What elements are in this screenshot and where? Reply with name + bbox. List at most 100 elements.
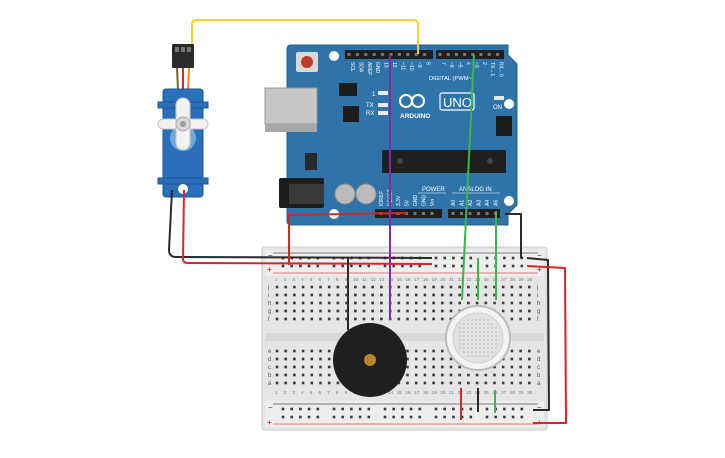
breadboard-hole[interactable] xyxy=(519,317,522,321)
breadboard-hole[interactable] xyxy=(397,293,401,297)
rail-ground-link[interactable] xyxy=(526,257,550,411)
rail-hole[interactable] xyxy=(443,256,446,260)
rail-hole[interactable] xyxy=(460,407,464,411)
breadboard-hole[interactable] xyxy=(458,293,461,297)
breadboard-hole[interactable] xyxy=(441,309,444,313)
breadboard-hole[interactable] xyxy=(493,373,496,377)
digital-pin[interactable] xyxy=(479,53,483,56)
breadboard-hole[interactable] xyxy=(528,285,531,289)
servo-signal-wire[interactable] xyxy=(191,19,419,54)
breadboard-hole[interactable] xyxy=(432,285,435,289)
breadboard-hole[interactable] xyxy=(423,285,427,289)
breadboard-hole[interactable] xyxy=(501,365,505,369)
breadboard-hole[interactable] xyxy=(493,301,496,305)
digital-pin[interactable] xyxy=(423,53,427,56)
gas-sensor[interactable] xyxy=(445,305,511,371)
breadboard-hole[interactable] xyxy=(301,301,305,305)
breadboard-hole[interactable] xyxy=(519,373,522,377)
breadboard-hole[interactable] xyxy=(510,293,514,297)
breadboard-hole[interactable] xyxy=(275,365,279,369)
rail-hole[interactable] xyxy=(503,264,506,268)
breadboard-hole[interactable] xyxy=(319,285,322,289)
breadboard-hole[interactable] xyxy=(362,293,366,297)
rail-hole[interactable] xyxy=(460,415,464,419)
rail-hole[interactable] xyxy=(409,415,413,419)
breadboard-hole[interactable] xyxy=(336,381,340,385)
breadboard-hole[interactable] xyxy=(336,301,340,305)
breadboard-hole[interactable] xyxy=(519,309,522,313)
reset-button-cap[interactable] xyxy=(301,56,313,68)
breadboard-hole[interactable] xyxy=(467,285,470,289)
rail-hole[interactable] xyxy=(434,415,438,419)
rail-hole[interactable] xyxy=(511,415,515,419)
breadboard-hole[interactable] xyxy=(293,293,296,297)
breadboard-hole[interactable] xyxy=(336,309,340,313)
rail-hole[interactable] xyxy=(392,415,395,419)
rail-hole[interactable] xyxy=(332,407,336,411)
digital-header-left[interactable] xyxy=(345,50,433,59)
breadboard-hole[interactable] xyxy=(414,365,418,369)
rail-hole[interactable] xyxy=(307,264,311,268)
breadboard-hole[interactable] xyxy=(519,293,522,297)
rail-hole[interactable] xyxy=(341,415,344,419)
rail-hole[interactable] xyxy=(418,407,422,411)
breadboard-hole[interactable] xyxy=(406,317,409,321)
arduino-5v-wire[interactable] xyxy=(288,212,408,265)
breadboard-hole[interactable] xyxy=(345,301,348,305)
breadboard-hole[interactable] xyxy=(528,349,531,353)
breadboard-hole[interactable] xyxy=(301,293,305,297)
breadboard-hole[interactable] xyxy=(345,317,348,321)
servo-power-wire[interactable] xyxy=(182,189,433,265)
digital-pin[interactable] xyxy=(487,53,491,56)
arduino-gnd-wire[interactable] xyxy=(505,213,522,258)
rail-hole[interactable] xyxy=(332,415,336,419)
breadboard-hole[interactable] xyxy=(354,293,357,297)
rail-hole[interactable] xyxy=(316,407,320,411)
rail-hole[interactable] xyxy=(452,264,455,268)
breadboard-hole[interactable] xyxy=(493,285,496,289)
rail-hole[interactable] xyxy=(503,256,506,260)
rail-hole[interactable] xyxy=(350,407,353,411)
breadboard-hole[interactable] xyxy=(275,317,279,321)
rail-hole[interactable] xyxy=(383,264,387,268)
breadboard-hole[interactable] xyxy=(293,285,296,289)
breadboard-hole[interactable] xyxy=(293,317,296,321)
breadboard-hole[interactable] xyxy=(449,381,453,385)
digital-pin[interactable] xyxy=(397,53,401,56)
breadboard-hole[interactable] xyxy=(345,293,348,297)
breadboard-hole[interactable] xyxy=(414,309,418,313)
digital-pin[interactable] xyxy=(463,53,467,56)
breadboard-hole[interactable] xyxy=(449,301,453,305)
breadboard-hole[interactable] xyxy=(310,309,314,313)
rail-hole[interactable] xyxy=(281,415,285,419)
rail-hole[interactable] xyxy=(383,407,387,411)
breadboard-hole[interactable] xyxy=(397,301,401,305)
breadboard-hole[interactable] xyxy=(432,357,435,361)
rail-hole[interactable] xyxy=(443,264,446,268)
breadboard-hole[interactable] xyxy=(336,293,340,297)
breadboard-hole[interactable] xyxy=(406,373,409,377)
rail-hole[interactable] xyxy=(460,264,464,268)
breadboard-hole[interactable] xyxy=(371,309,374,313)
rail-hole[interactable] xyxy=(401,407,404,411)
breadboard-hole[interactable] xyxy=(310,301,314,305)
breadboard-hole[interactable] xyxy=(310,365,314,369)
breadboard-hole[interactable] xyxy=(519,285,522,289)
breadboard-hole[interactable] xyxy=(284,373,287,377)
analog-pin[interactable] xyxy=(451,212,455,215)
breadboard-hole[interactable] xyxy=(484,373,488,377)
breadboard-hole[interactable] xyxy=(310,317,314,321)
breadboard-hole[interactable] xyxy=(432,317,435,321)
rail-hole[interactable] xyxy=(418,264,422,268)
breadboard-hole[interactable] xyxy=(493,293,496,297)
analog-pin[interactable] xyxy=(460,212,463,215)
breadboard-hole[interactable] xyxy=(406,301,409,305)
breadboard-hole[interactable] xyxy=(310,349,314,353)
breadboard-hole[interactable] xyxy=(293,373,296,377)
breadboard-hole[interactable] xyxy=(406,309,409,313)
breadboard-hole[interactable] xyxy=(397,317,401,321)
breadboard-hole[interactable] xyxy=(319,365,322,369)
breadboard-hole[interactable] xyxy=(406,381,409,385)
breadboard-hole[interactable] xyxy=(327,357,331,361)
breadboard-hole[interactable] xyxy=(519,301,522,305)
